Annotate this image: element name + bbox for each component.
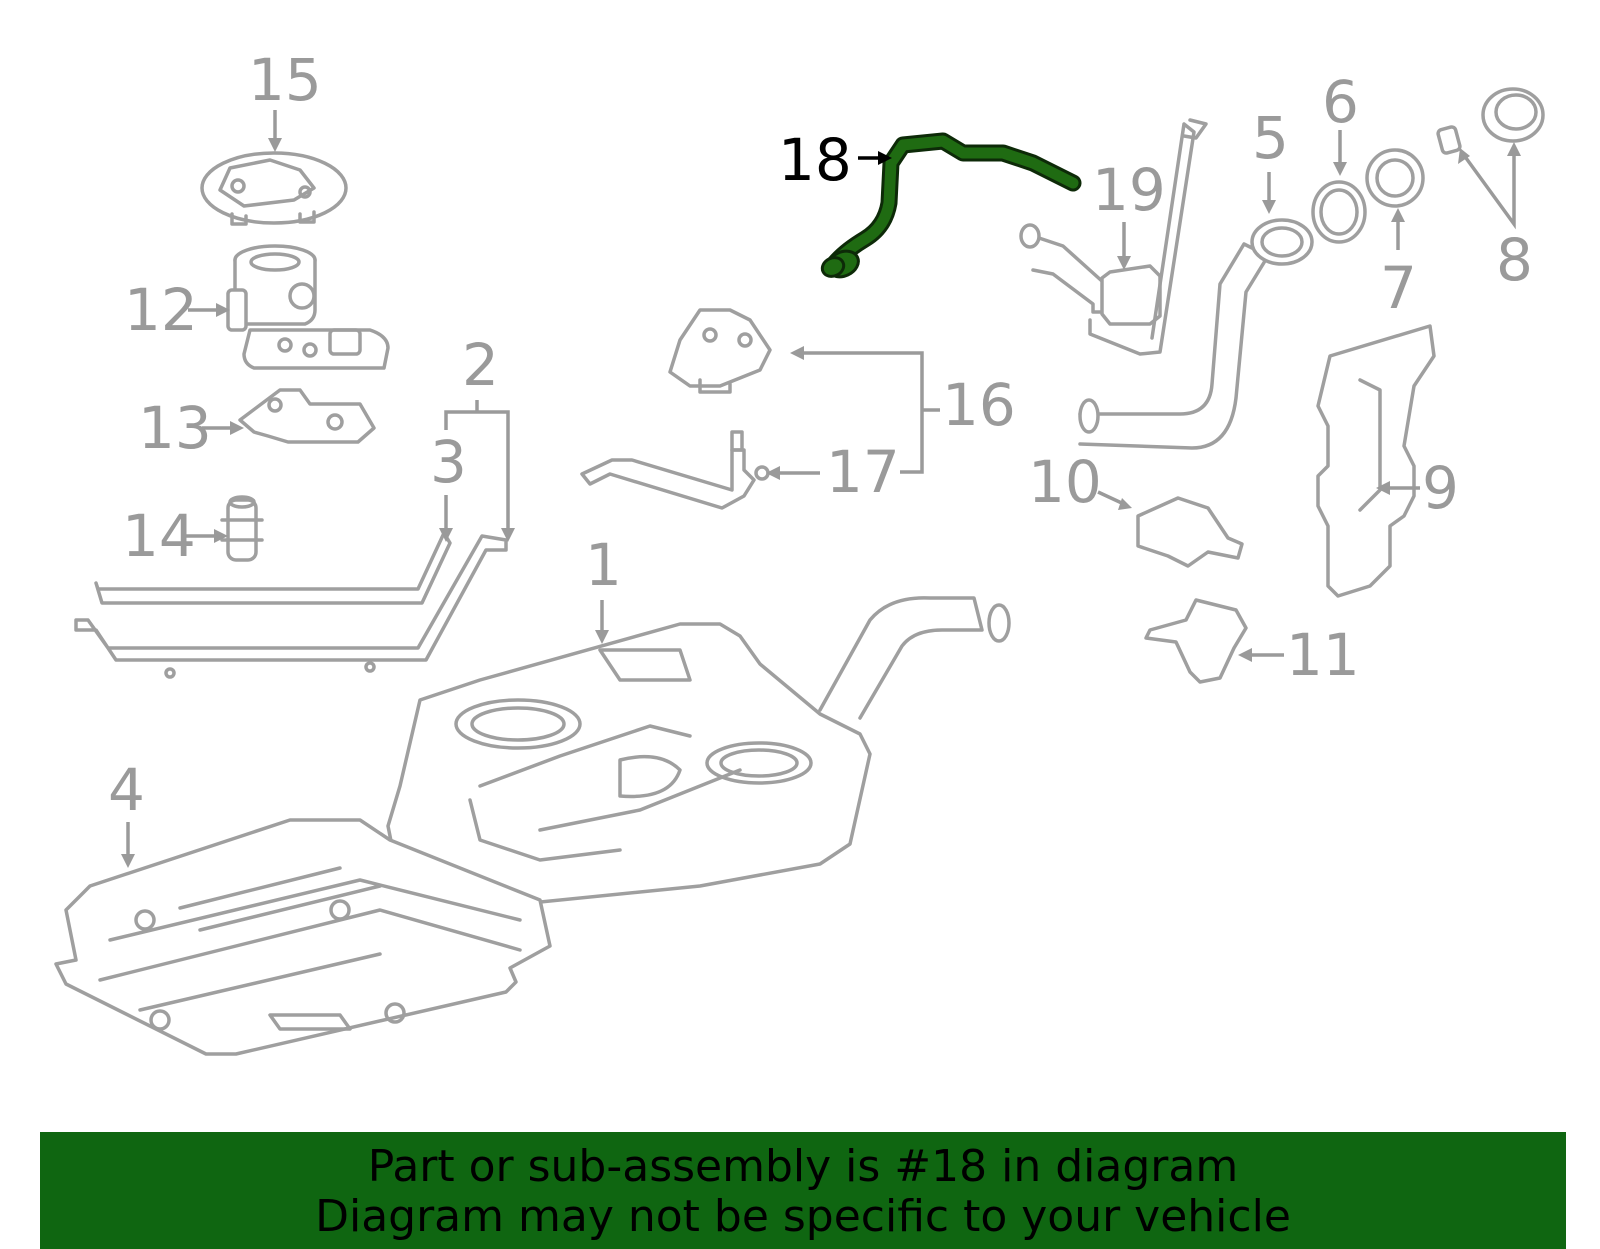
callout-3: 3 [430, 428, 467, 496]
part-16-sender [668, 308, 772, 394]
part-1-fuel-tank [386, 596, 1011, 908]
part-8-cap [1436, 87, 1545, 155]
part-17-gauge-arm [580, 430, 770, 510]
callout-8: 8 [1496, 226, 1533, 294]
part-9-filler-housing [1316, 324, 1436, 598]
info-banner: Part or sub-assembly is #18 in diagram D… [40, 1132, 1566, 1249]
callout-4: 4 [108, 756, 145, 824]
part-15-pump-cover [200, 151, 348, 226]
callout-1: 1 [585, 531, 622, 599]
callout-15: 15 [248, 46, 322, 114]
callout-numbers: 15 12 13 14 2 3 1 4 16 17 18 19 5 6 7 8 … [108, 46, 1533, 824]
callout-2: 2 [462, 331, 499, 399]
callout-10: 10 [1028, 448, 1102, 516]
callout-13: 13 [138, 394, 212, 462]
callout-17: 17 [826, 438, 900, 506]
part-4-skid-plate [54, 818, 552, 1056]
part-10-bracket [1136, 496, 1244, 568]
part-2-strap [74, 534, 508, 679]
callout-7: 7 [1380, 254, 1417, 322]
part-5-filler-pipe [1078, 218, 1314, 450]
banner-line-disclaimer: Diagram may not be specific to your vehi… [315, 1191, 1291, 1242]
part-18-vent-tube[interactable] [819, 132, 1082, 282]
part-13-filter-plate [238, 388, 376, 444]
callout-9: 9 [1422, 454, 1459, 522]
callout-12: 12 [124, 276, 198, 344]
callout-18: 18 [778, 126, 852, 194]
callout-11: 11 [1286, 621, 1360, 689]
callout-16: 16 [942, 371, 1016, 439]
part-6-gasket [1311, 180, 1367, 244]
part-19-vent-hose [1019, 118, 1208, 356]
callout-6: 6 [1322, 68, 1359, 136]
callout-5: 5 [1252, 104, 1289, 172]
leader-lines [121, 110, 1521, 868]
part-7-seal [1365, 148, 1425, 208]
part-12-pump-module [226, 244, 390, 370]
callout-14: 14 [122, 502, 196, 570]
callout-19: 19 [1092, 156, 1166, 224]
banner-line-part: Part or sub-assembly is #18 in diagram [367, 1141, 1239, 1192]
part-11-bracket [1144, 598, 1248, 684]
part-14-cylinder [220, 495, 264, 562]
